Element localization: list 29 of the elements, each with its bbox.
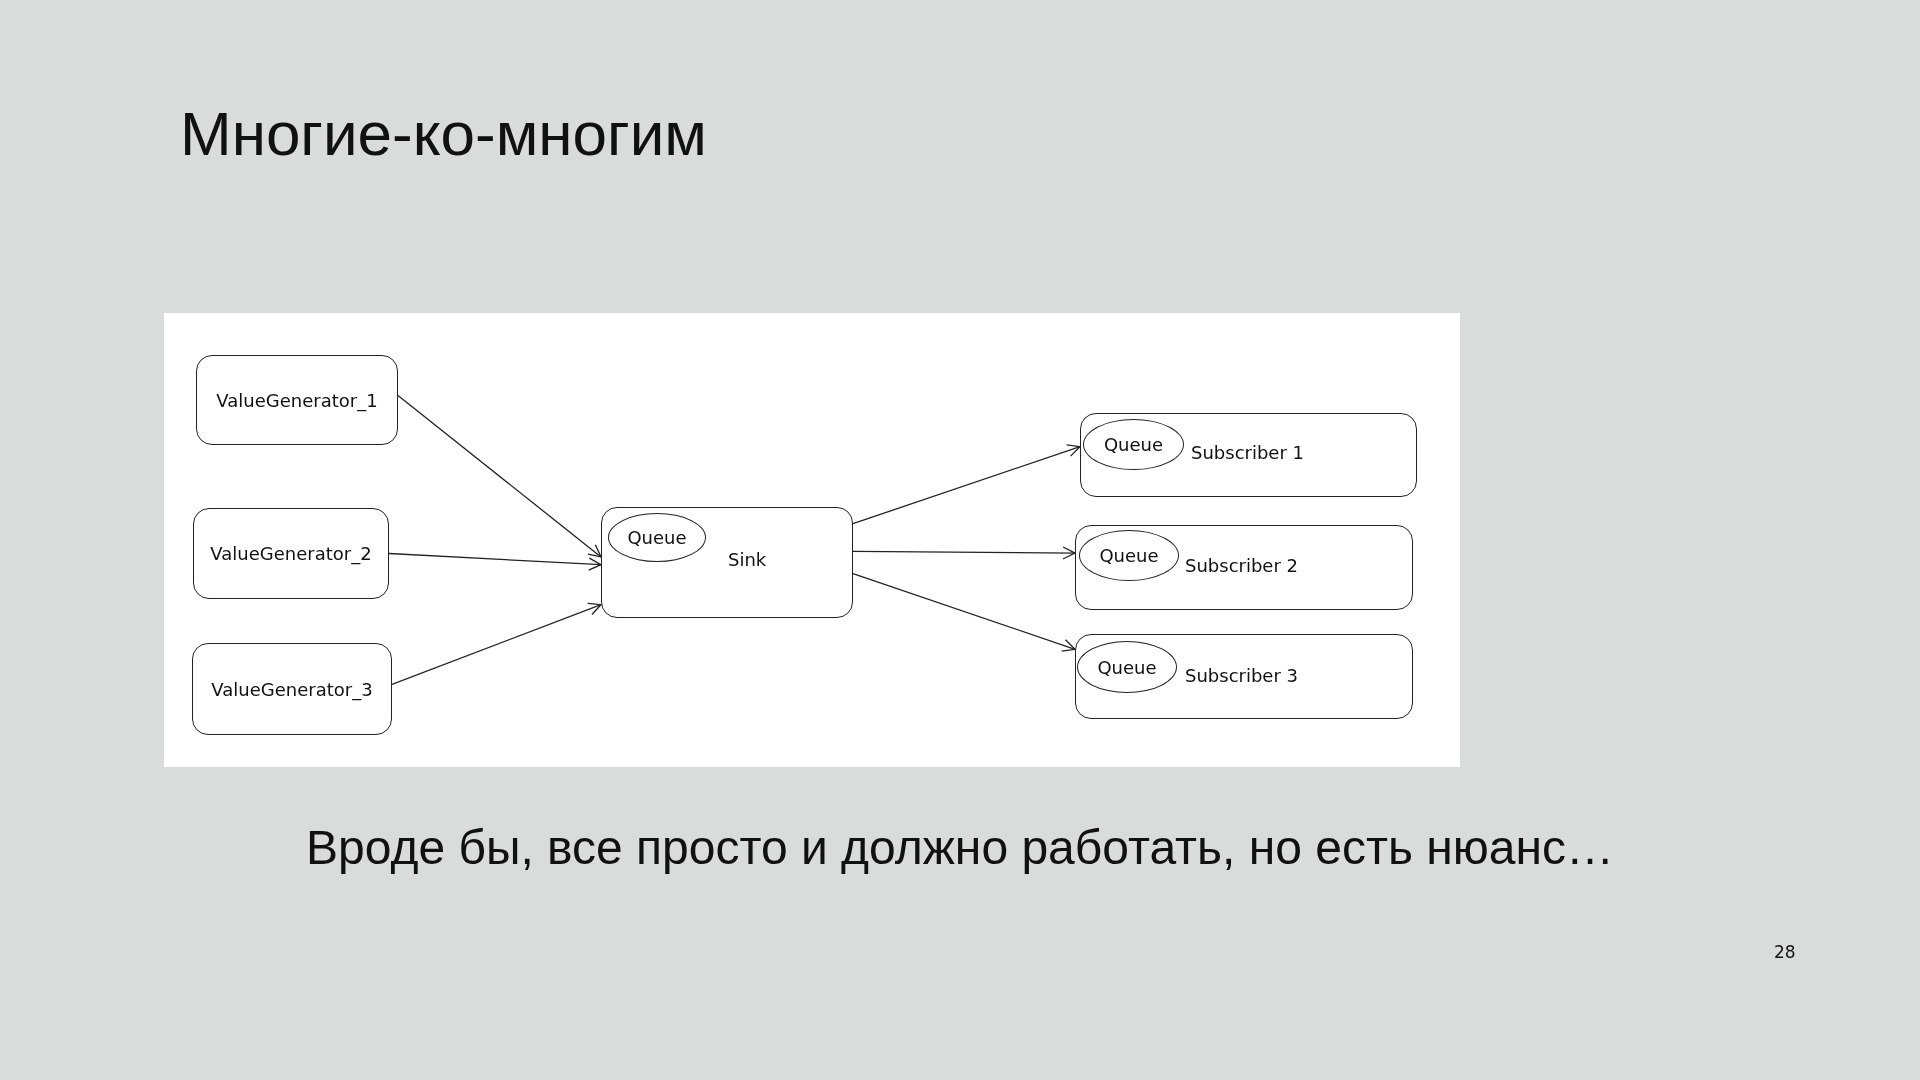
arrow xyxy=(391,602,602,686)
component-box xyxy=(1075,634,1413,719)
node-label: Subscriber 2 xyxy=(1185,555,1298,576)
component-box xyxy=(601,507,853,618)
component-box xyxy=(196,355,398,445)
component-box xyxy=(1075,525,1413,610)
node-label: Queue xyxy=(1099,545,1159,566)
queue-ellipse xyxy=(608,513,706,562)
page-number: 28 xyxy=(1774,942,1796,962)
node-label: ValueGenerator_3 xyxy=(210,677,374,703)
arrow xyxy=(852,546,1076,560)
node-label: ValueGenerator_2 xyxy=(209,542,373,567)
arrow xyxy=(388,552,602,571)
slide-caption: Вроде бы, все просто и должно работать, но есть нюанс… xyxy=(305,820,1615,875)
node-label: Queue xyxy=(627,527,687,548)
node-label: Subscriber 3 xyxy=(1185,665,1298,686)
arrow xyxy=(852,444,1081,525)
slide-title: Многие-ко-многим xyxy=(180,98,707,169)
arrow xyxy=(852,572,1076,652)
node-label: Queue xyxy=(1103,434,1164,455)
node-label: Sink xyxy=(728,549,767,570)
node-label: ValueGenerator_1 xyxy=(215,388,379,414)
component-box xyxy=(1080,413,1417,497)
component-box xyxy=(192,643,392,735)
node-label: Subscriber 1 xyxy=(1191,442,1304,463)
arrow xyxy=(397,394,602,558)
component-box xyxy=(193,508,389,599)
node-label: Queue xyxy=(1097,656,1157,678)
queue-ellipse xyxy=(1079,530,1179,581)
